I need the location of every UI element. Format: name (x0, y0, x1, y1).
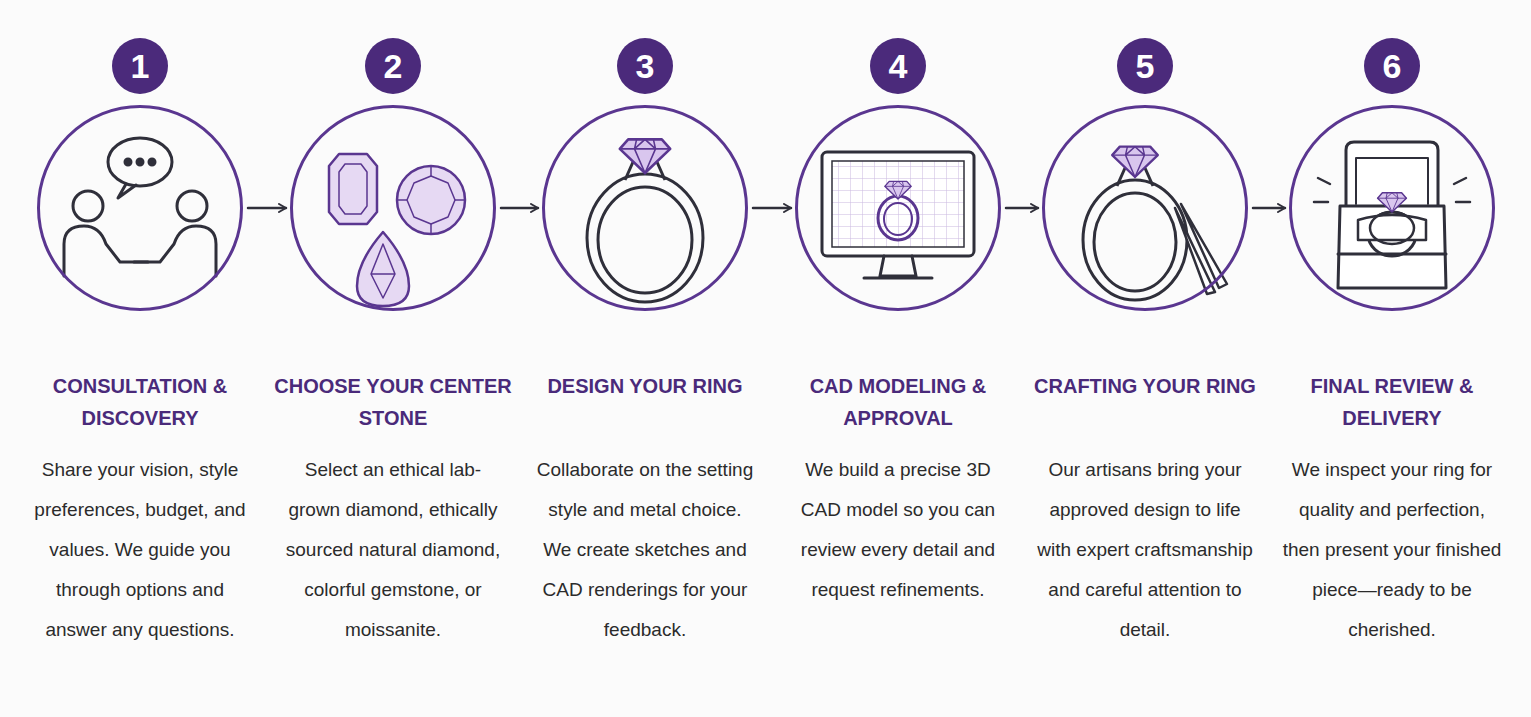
step-column: 5CRAFTING YOUR RING Our artisans bring yo… (1020, 38, 1270, 708)
step-circle (795, 105, 1001, 311)
crafting-icon (1083, 147, 1227, 300)
step-circle (37, 105, 243, 311)
flow-arrow (1253, 207, 1285, 210)
flow-arrow (753, 207, 791, 210)
step-description: We build a precise 3D CAD model so you c… (785, 450, 1011, 610)
step-title: CRAFTING YOUR RING (1025, 370, 1265, 402)
ring-icon (587, 139, 703, 302)
step-column: 2CHOOSE YOUR CENTER STONE Select an ethic… (268, 38, 518, 708)
step-number: 4 (870, 38, 926, 94)
step-column: 1CONSULTATION & DISCOVERY Share your visi… (15, 38, 265, 708)
consultation-icon (64, 138, 216, 276)
flow-arrow (248, 207, 286, 210)
flow-arrow (501, 207, 538, 210)
cad-monitor-icon (822, 152, 974, 278)
step-title: CAD MODELING & APPROVAL (778, 370, 1018, 434)
step-number: 5 (1117, 38, 1173, 94)
gemstones-icon (329, 154, 465, 306)
step-description: Select an ethical lab-grown diamond, eth… (280, 450, 506, 650)
step-description: Collaborate on the setting style and met… (532, 450, 758, 650)
step-circle (1289, 105, 1495, 311)
step-column: 3DESIGN YOUR RING Collaborate on the sett… (520, 38, 770, 708)
step-description: Our artisans bring your approved design … (1032, 450, 1258, 650)
step-title: FINAL REVIEW & DELIVERY (1272, 370, 1512, 434)
step-circle (542, 105, 748, 311)
step-number: 2 (365, 38, 421, 94)
step-circle (1042, 105, 1248, 311)
step-column: 6FINAL REVIEW & DELIVERY We inspect your … (1267, 38, 1517, 708)
flow-arrow (1006, 207, 1038, 210)
step-description: Share your vision, style preferences, bu… (27, 450, 253, 650)
step-description: We inspect your ring for quality and per… (1279, 450, 1505, 650)
step-column: 4CAD MODELING & APPROVAL We build a preci… (773, 38, 1023, 708)
step-circle (290, 105, 496, 311)
ring-box-icon (1314, 142, 1470, 288)
step-number: 6 (1364, 38, 1420, 94)
step-title: CHOOSE YOUR CENTER STONE (273, 370, 513, 434)
step-number: 3 (617, 38, 673, 94)
step-title: CONSULTATION & DISCOVERY (20, 370, 260, 434)
step-title: DESIGN YOUR RING (525, 370, 765, 402)
step-number: 1 (112, 38, 168, 94)
